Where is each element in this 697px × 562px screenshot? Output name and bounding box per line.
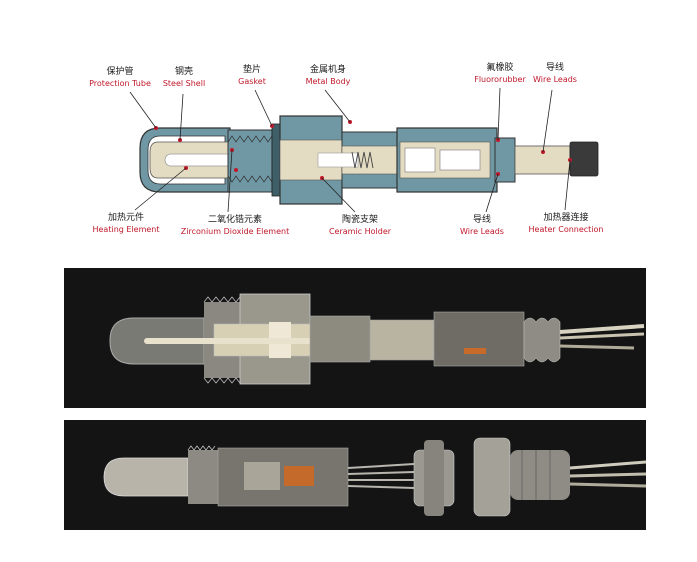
sensor-cutaway-diagram [129,87,599,213]
steel-shell-en: Steel Shell [162,79,206,88]
heating-element-en: Heating Element [92,225,160,234]
gasket-zh: 垫片 [242,65,261,75]
label-heater-connection: 加热器连接 Heater Connection [529,212,604,236]
steel-shell-zh: 钢壳 [174,67,193,77]
label-wire-leads-bottom: 导线 Wire Leads [460,214,504,238]
zirconium-element-zh: 二氧化锆元素 [207,215,262,225]
cross-section-illustration [109,293,645,385]
components-photo-panel [64,420,646,530]
heating-element-zh: 加热元件 [107,213,145,223]
fluororubber-zh: 氟橡胶 [486,63,514,73]
label-zirconium-element: 二氧化锆元素 Zirconium Dioxide Element [181,214,289,238]
zirconium-element-en: Zirconium Dioxide Element [180,227,290,236]
wire-leads-top-en: Wire Leads [533,75,577,84]
wire-leads-bottom-en: Wire Leads [460,227,504,236]
metal-body-zh: 金属机身 [309,65,347,75]
components-illustration [103,437,646,517]
protection-tube-zh: 保护管 [106,67,134,77]
label-heating-element: 加热元件 Heating Element [92,212,159,236]
gasket-shape [271,123,281,197]
label-wire-leads-top: 导线 Wire Leads [533,62,577,86]
ceramic-holder-en: Ceramic Holder [328,227,392,236]
metal-body-en: Metal Body [305,77,351,86]
cross-section-photo-panel [64,268,646,408]
label-fluororubber: 氟橡胶 Fluororubber [474,62,526,86]
label-steel-shell: 钢壳 Steel Shell [163,66,205,90]
heater-connection-en: Heater Connection [528,225,604,234]
gasket-en: Gasket [238,77,266,86]
heater-connection-zh: 加热器连接 [543,213,589,223]
label-ceramic-holder: 陶瓷支架 Ceramic Holder [329,214,391,238]
heater-connection-shape [569,141,599,177]
wire-leads-bottom-zh: 导线 [472,215,492,225]
thread-teeth [227,135,273,183]
fluororubber-en: Fluororubber [474,75,526,84]
ceramic-holder-zh: 陶瓷支架 [341,215,379,225]
label-gasket: 垫片 Gasket [238,64,266,88]
protection-tube-en: Protection Tube [89,79,151,88]
wire-leads-top-zh: 导线 [545,63,565,73]
label-metal-body: 金属机身 Metal Body [306,64,351,88]
label-protection-tube: 保护管 Protection Tube [89,66,151,90]
